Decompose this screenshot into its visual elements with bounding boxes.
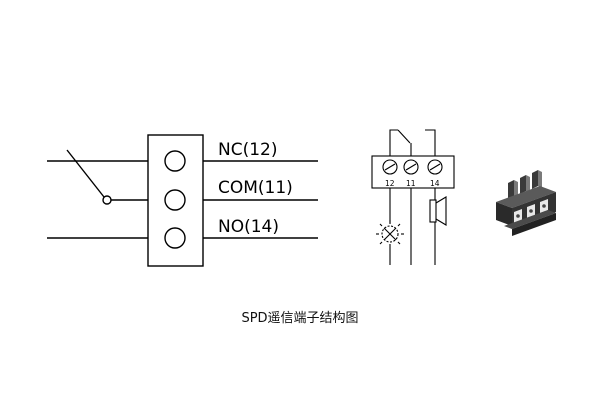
connector-illustration — [496, 170, 556, 236]
nc-label: NC(12) — [218, 140, 277, 160]
wiring-example — [371, 129, 455, 265]
no-label: NO(14) — [218, 217, 279, 237]
lamp-icon — [376, 220, 404, 245]
contact-left — [389, 129, 398, 156]
switch-pivot — [102, 195, 112, 205]
buzzer-icon — [429, 196, 447, 226]
main-terminal-schematic — [47, 134, 318, 267]
diagram-caption: SPD遥信端子结构图 — [241, 311, 359, 326]
small-label-11: 11 — [406, 179, 416, 188]
switch-blade — [66, 149, 105, 198]
no-screw — [164, 227, 186, 249]
terminal-block — [147, 134, 204, 267]
nc-screw — [164, 150, 186, 172]
small-label-12: 12 — [385, 179, 395, 188]
contact-14 — [425, 129, 436, 156]
com-label: COM(11) — [218, 178, 293, 198]
small-label-14: 14 — [430, 179, 440, 188]
small-terminal-block — [371, 155, 455, 189]
small-screw-11 — [403, 159, 419, 175]
contact-blade — [397, 129, 411, 144]
small-screw-12 — [382, 159, 398, 175]
com-screw — [164, 189, 186, 211]
small-screw-14 — [427, 159, 443, 175]
